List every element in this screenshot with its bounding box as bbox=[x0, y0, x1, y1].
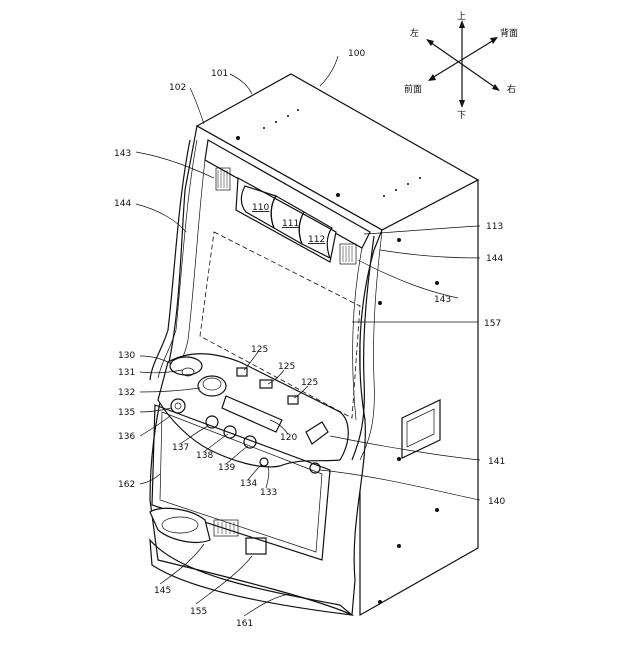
label-113: 113 bbox=[486, 222, 503, 232]
cabinet-side-face bbox=[360, 180, 478, 615]
label-120: 120 bbox=[280, 433, 297, 443]
direction-right-label: 右 bbox=[507, 83, 516, 95]
direction-left-label: 左 bbox=[410, 27, 419, 39]
label-145: 145 bbox=[154, 586, 171, 596]
label-100: 100 bbox=[348, 49, 365, 59]
label-125-a: 125 bbox=[251, 345, 268, 355]
label-134: 134 bbox=[240, 479, 257, 489]
label-132: 132 bbox=[118, 388, 135, 398]
label-162: 162 bbox=[118, 480, 135, 490]
direction-back-label: 背面 bbox=[500, 27, 518, 39]
direction-front-label: 前面 bbox=[404, 83, 422, 95]
label-111: 111 bbox=[282, 219, 299, 229]
label-137: 137 bbox=[172, 443, 189, 453]
label-157: 157 bbox=[484, 319, 501, 329]
label-110: 110 bbox=[252, 203, 269, 213]
direction-compass: 上 下 左 右 背面 前面 bbox=[404, 11, 518, 121]
label-143-left: 143 bbox=[114, 149, 131, 159]
label-125-c: 125 bbox=[301, 378, 318, 388]
label-143-right: 143 bbox=[434, 295, 451, 305]
label-139: 139 bbox=[218, 463, 235, 473]
label-138: 138 bbox=[196, 451, 213, 461]
label-135: 135 bbox=[118, 408, 135, 418]
label-136: 136 bbox=[118, 432, 135, 442]
label-101: 101 bbox=[211, 69, 228, 79]
label-140: 140 bbox=[488, 497, 505, 507]
label-130: 130 bbox=[118, 351, 135, 361]
label-161: 161 bbox=[236, 619, 253, 629]
direction-up-label: 上 bbox=[457, 11, 466, 22]
label-155: 155 bbox=[190, 607, 207, 617]
label-133: 133 bbox=[260, 488, 277, 498]
label-144-right: 144 bbox=[486, 254, 503, 264]
label-112: 112 bbox=[308, 235, 325, 245]
label-144-left: 144 bbox=[114, 199, 131, 209]
label-131: 131 bbox=[118, 368, 135, 378]
direction-down-label: 下 bbox=[457, 111, 466, 121]
label-125-b: 125 bbox=[278, 362, 295, 372]
label-141: 141 bbox=[488, 457, 505, 467]
label-102: 102 bbox=[169, 83, 186, 93]
